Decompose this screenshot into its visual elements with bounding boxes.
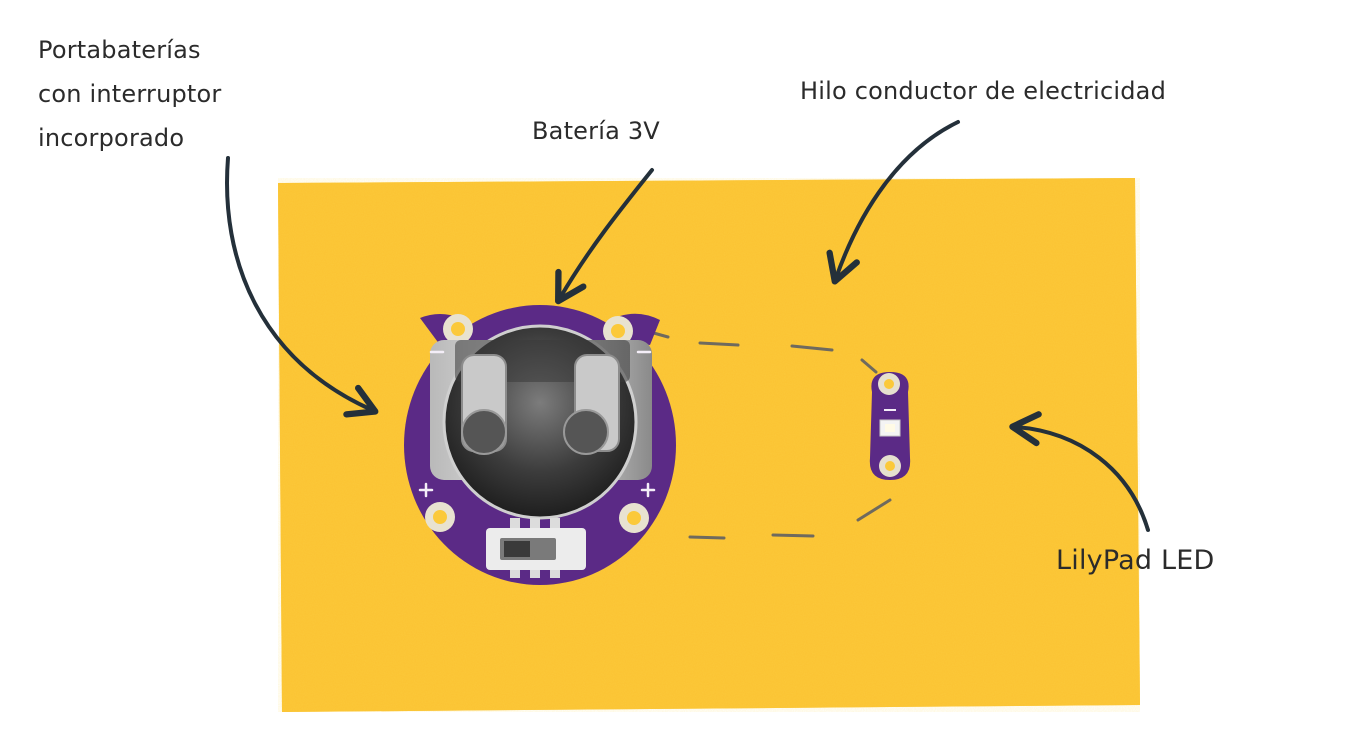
arrow-icon (555, 168, 654, 305)
lilypad-led (869, 372, 911, 480)
arrow-icon (826, 120, 960, 285)
felt-fabric (278, 178, 1140, 712)
label-battery: Batería 3V (532, 117, 660, 145)
label-line: con interruptor (38, 80, 222, 108)
power-switch (486, 518, 586, 578)
label-line: Portabaterías (38, 36, 201, 64)
label-battery-holder: Portabaterías con interruptor incorporad… (38, 28, 222, 160)
conductive-thread (648, 330, 892, 540)
arrow-icon (1009, 411, 1150, 532)
label-lilypad-led: LilyPad LED (1056, 545, 1215, 576)
arrow-icon (225, 156, 379, 418)
label-line: incorporado (38, 124, 185, 152)
battery-holder (404, 305, 676, 585)
label-conductive-thread: Hilo conductor de electricidad (800, 77, 1167, 105)
